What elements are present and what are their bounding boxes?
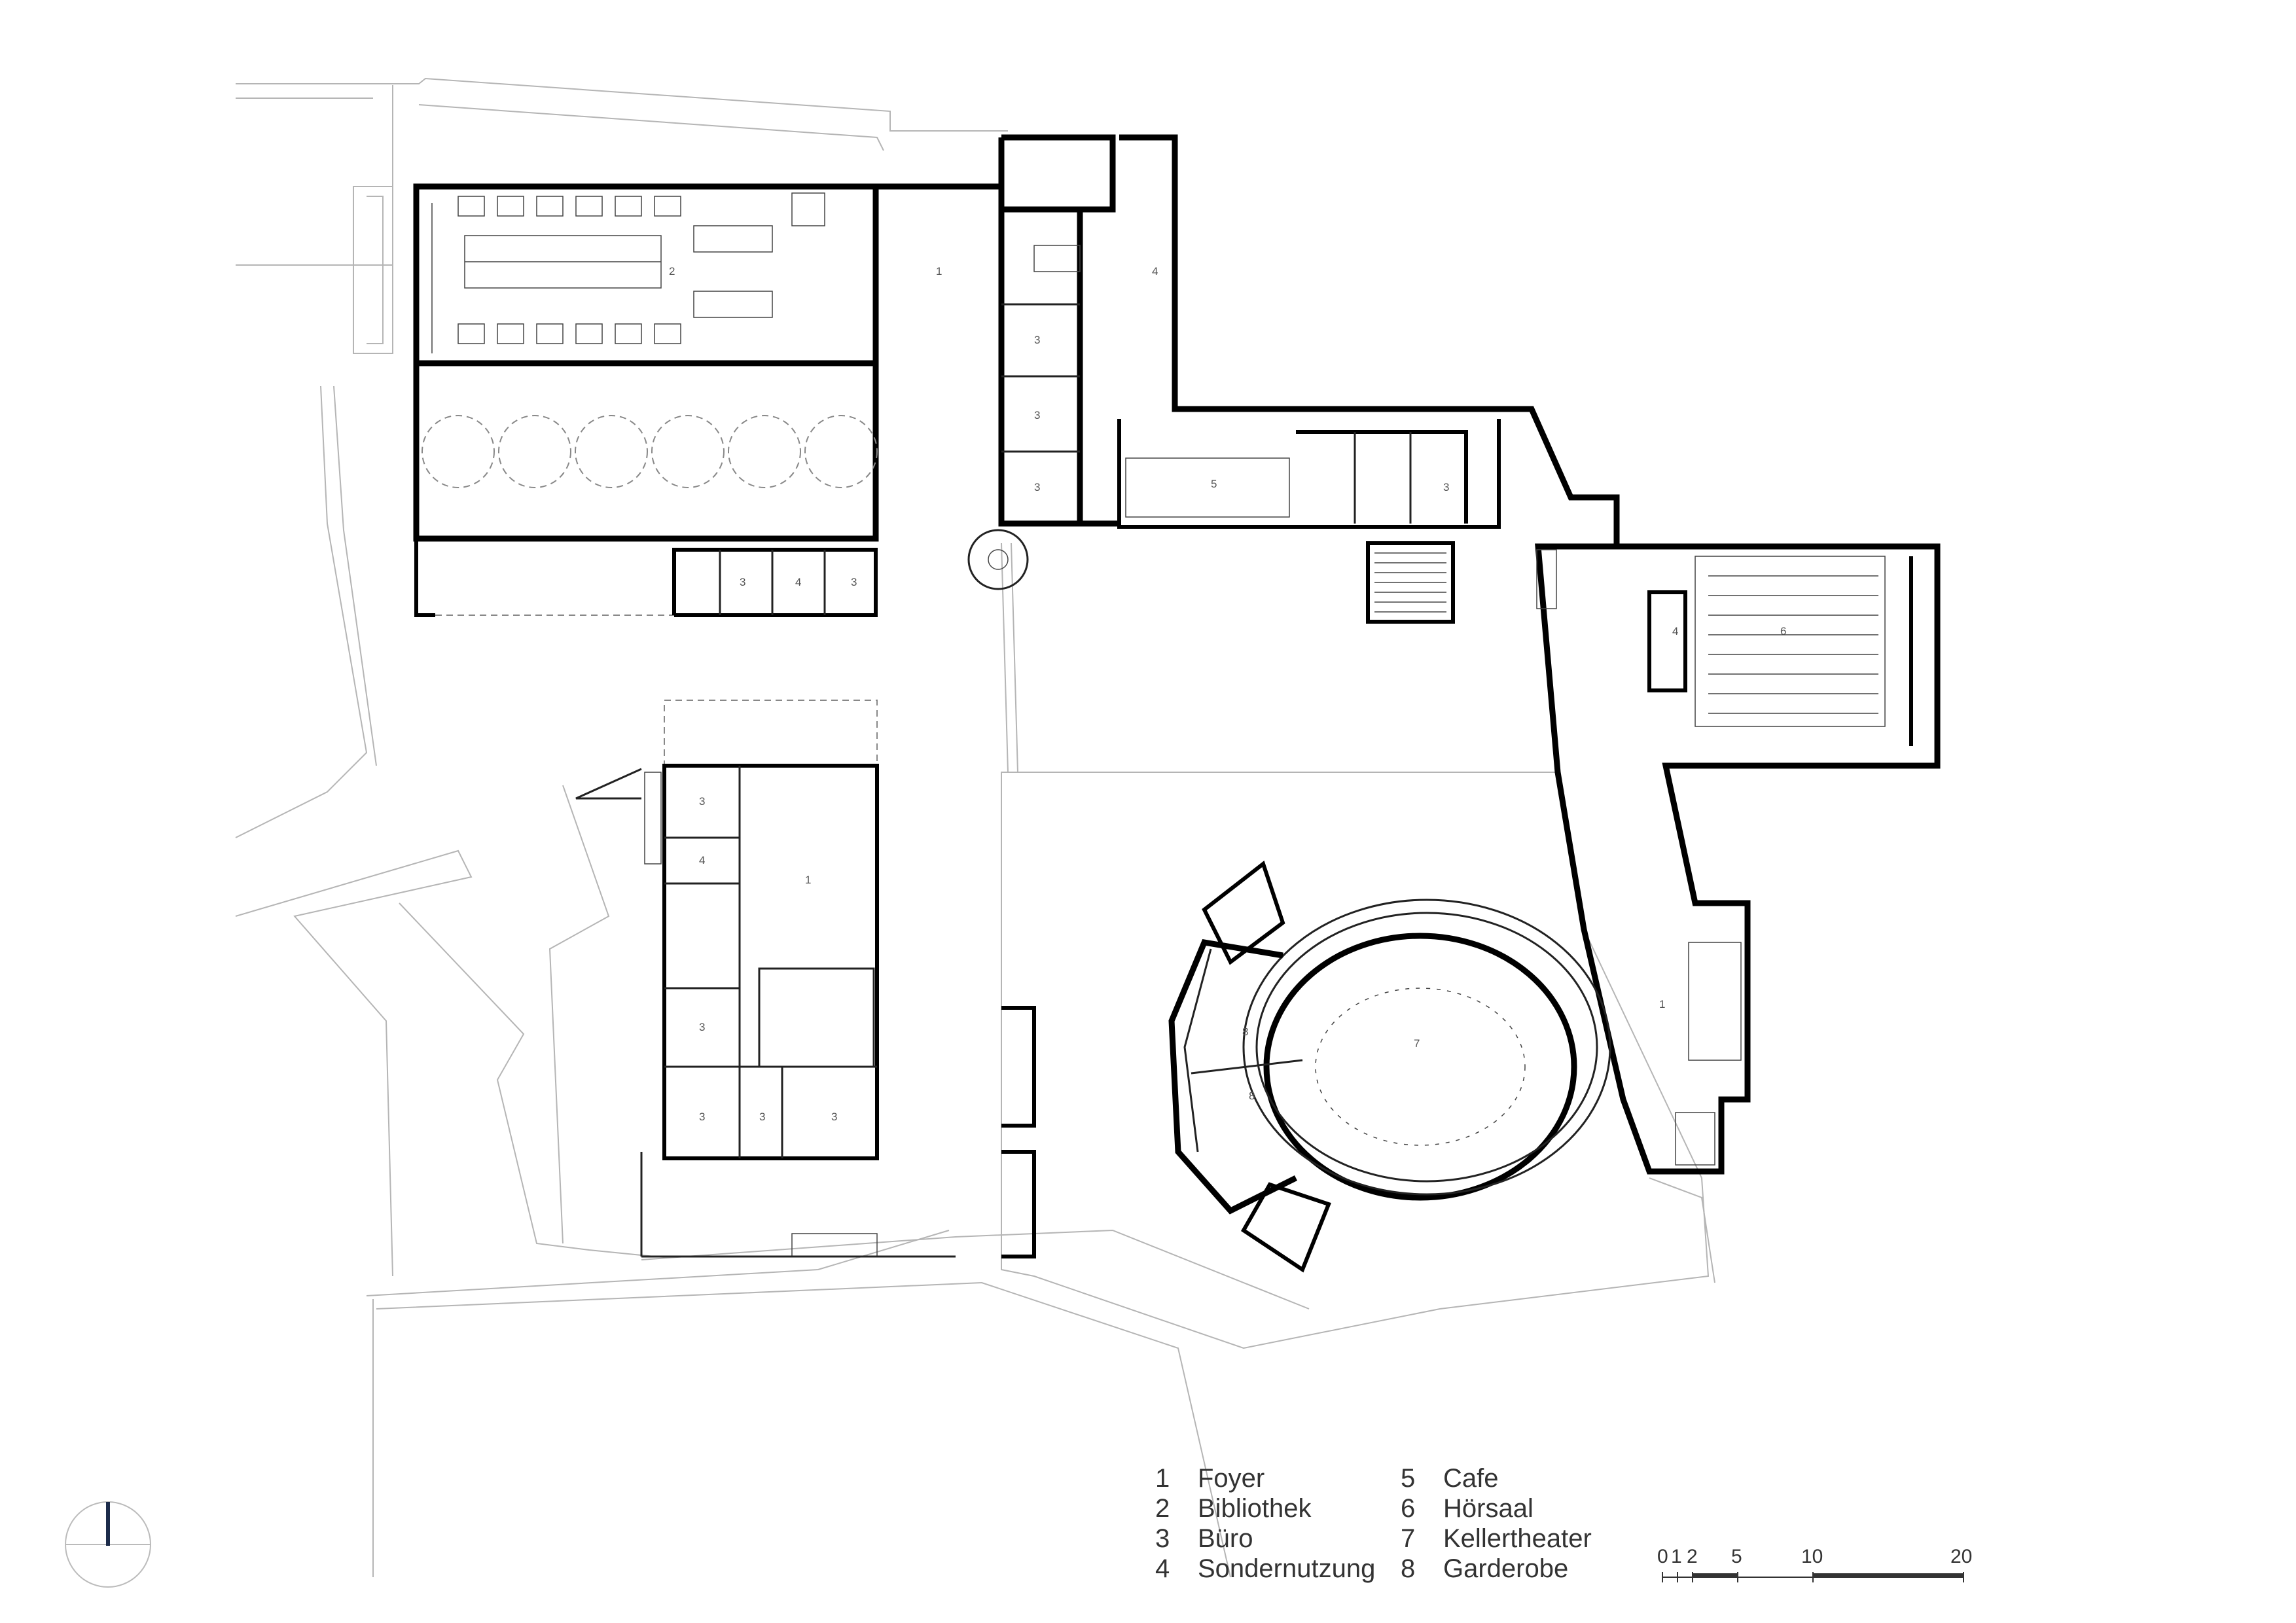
scale-tick-label: 10 [1801,1546,1823,1567]
room-label: 3 [1443,481,1449,493]
legend-label: Foyer [1198,1464,1265,1493]
room-label: 1 [1659,998,1665,1010]
room-label: 3 [759,1111,765,1123]
legend-number: 1 [1155,1464,1170,1493]
scale-tick-label: 5 [1731,1546,1742,1567]
scale-tick-label: 2 [1687,1546,1698,1567]
room-label: 3 [699,1111,705,1123]
library-block [413,183,879,617]
legend-number: 5 [1401,1464,1415,1493]
room-label: 3 [1034,334,1040,346]
room-label: 3 [1034,409,1040,421]
room-label: 7 [1414,1037,1420,1050]
legend-number: 2 [1155,1494,1170,1523]
southwest-block [575,700,956,1258]
legend-label: Garderobe [1443,1554,1568,1583]
legend-label: Büro [1198,1524,1253,1553]
room-label: 1 [936,265,942,277]
room-label: 8 [1249,1090,1255,1102]
room-label: 4 [795,576,801,588]
kellertheater [1168,861,1611,1273]
room-label: 3 [851,576,857,588]
room-label: 4 [699,854,705,866]
south-walls [1001,1006,1036,1258]
site-context-lines [235,77,1715,1578]
legend-label: Hörsaal [1443,1494,1534,1523]
legend-label: Kellertheater [1443,1524,1592,1553]
room-label: 4 [1672,625,1678,637]
room-label: 3 [699,795,705,808]
room-label: 3 [831,1111,837,1123]
scale-bar: 0 1 2 5 10 20 [1657,1546,1972,1582]
legend-number: 6 [1401,1494,1415,1523]
legend-number: 3 [1155,1524,1170,1553]
legend-number: 7 [1401,1524,1415,1553]
room-label: 8 [1242,1026,1248,1038]
room-label: 3 [699,1021,705,1033]
room-label: 3 [740,576,745,588]
scale-tick-label: 0 [1657,1546,1668,1567]
north-wing [877,134,1620,590]
legend-number: 8 [1401,1554,1415,1583]
lecture-hall-block [1366,541,1941,1175]
room-label: 6 [1780,625,1786,637]
legend-label: Bibliothek [1198,1494,1312,1523]
scale-tick-label: 20 [1950,1546,1972,1567]
legend-number: 4 [1155,1554,1170,1583]
room-label: 5 [1211,478,1217,490]
room-labels: 2 1 4 3 3 3 5 3 3 4 3 4 6 3 4 1 3 3 3 3 … [669,265,1786,1123]
legend-label: Cafe [1443,1464,1499,1493]
legend-label: Sondernutzung [1198,1554,1375,1583]
north-arrow [65,1501,151,1588]
room-label: 4 [1152,265,1158,277]
legend: 1 Foyer 2 Bibliothek 3 Büro 4 Sondernutz… [1155,1464,1592,1583]
room-label: 2 [669,265,675,277]
room-label: 3 [1034,481,1040,493]
room-label: 1 [805,874,811,886]
scale-tick-label: 1 [1671,1546,1682,1567]
